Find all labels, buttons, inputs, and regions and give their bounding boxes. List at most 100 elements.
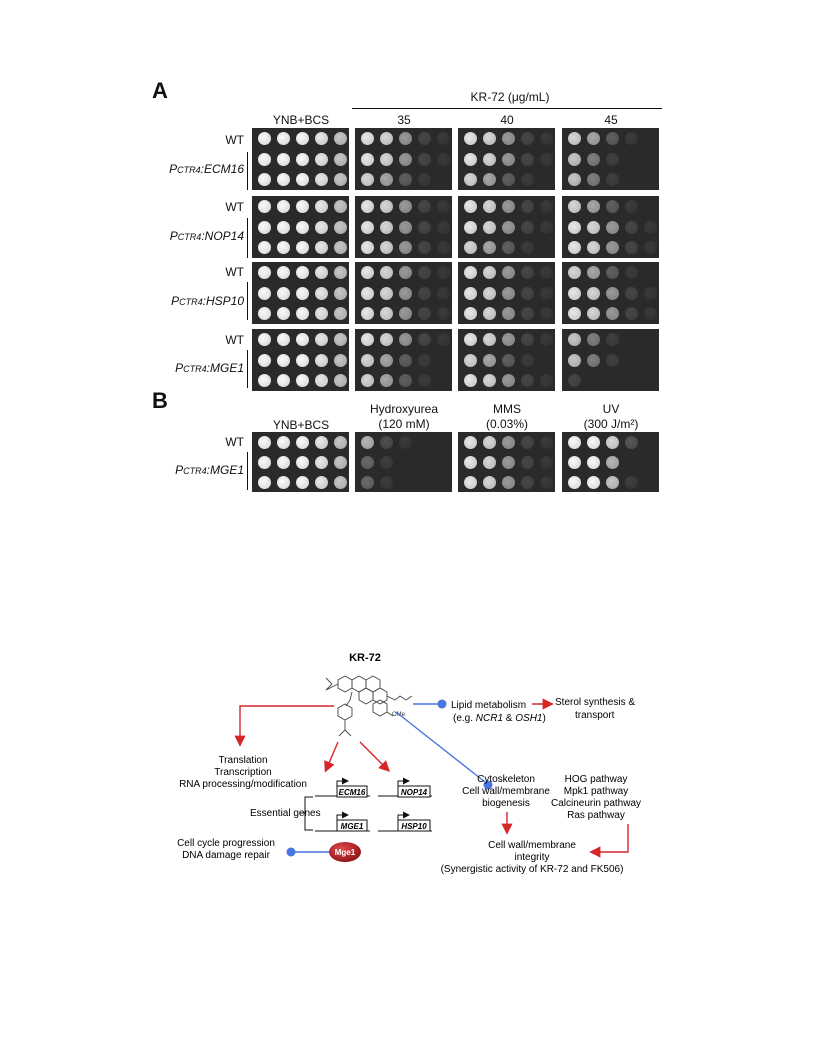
yeast-spot — [334, 220, 347, 234]
yeast-spot — [380, 241, 393, 255]
yeast-spot — [521, 475, 534, 489]
left-term: RNA processing/modification — [179, 779, 307, 790]
yeast-spot — [399, 374, 412, 388]
yeast-spot — [521, 286, 534, 300]
yeast-spot — [587, 353, 600, 367]
yeast-spot — [540, 307, 553, 321]
yeast-spot — [437, 241, 450, 255]
yeast-spot — [258, 374, 271, 388]
yeast-spot — [568, 332, 581, 346]
yeast-spot — [483, 265, 496, 279]
wt-label: WT — [225, 333, 244, 347]
yeast-spot — [418, 152, 431, 166]
yeast-spot — [568, 199, 581, 213]
wt-label: WT — [225, 435, 244, 449]
yeast-spot — [258, 220, 271, 234]
yeast-spot — [540, 455, 553, 469]
yeast-spot — [502, 435, 515, 449]
cell-cycle-label: Cell cycle progression — [177, 838, 275, 849]
yeast-spot — [334, 435, 347, 449]
spot-assay-plate — [355, 432, 452, 492]
wt-label: WT — [225, 133, 244, 147]
yeast-spot — [625, 475, 638, 489]
yeast-spot — [625, 265, 638, 279]
yeast-spot — [540, 265, 553, 279]
yeast-spot — [587, 455, 600, 469]
yeast-spot — [418, 199, 431, 213]
yeast-spot — [334, 286, 347, 300]
lipid-metabolism-label: Lipid metabolism — [451, 700, 526, 711]
yeast-spot — [258, 455, 271, 469]
spot-assay-plate — [355, 128, 452, 190]
yeast-spot — [399, 332, 412, 346]
yeast-spot — [315, 475, 328, 489]
yeast-spot — [464, 475, 477, 489]
yeast-spot — [625, 435, 638, 449]
strain-label-nop14: PCTR4:NOP14 — [169, 229, 244, 243]
col-header-40: 40 — [500, 113, 514, 127]
yeast-spot — [296, 435, 309, 449]
yeast-spot — [464, 286, 477, 300]
yeast-spot — [399, 131, 412, 145]
spot-assay-plate — [355, 262, 452, 324]
yeast-spot — [521, 265, 534, 279]
yeast-spot — [361, 455, 374, 469]
yeast-spot — [464, 199, 477, 213]
yeast-spot — [334, 173, 347, 187]
yeast-spot — [502, 265, 515, 279]
yeast-spot — [399, 173, 412, 187]
yeast-spot — [399, 199, 412, 213]
yeast-spot — [315, 455, 328, 469]
yeast-spot — [277, 307, 290, 321]
cyto-inhibition-line — [395, 711, 486, 783]
yeast-spot — [568, 455, 581, 469]
wt-label: WT — [225, 200, 244, 214]
yeast-spot — [315, 220, 328, 234]
yeast-spot — [625, 307, 638, 321]
yeast-spot — [399, 220, 412, 234]
spot-assay-plate — [458, 128, 555, 190]
yeast-spot — [483, 286, 496, 300]
kr72-concentration-label: KR-72 (μg/mL) — [470, 90, 550, 104]
yeast-spot — [483, 241, 496, 255]
yeast-spot — [380, 455, 393, 469]
yeast-spot — [277, 475, 290, 489]
yeast-spot — [521, 199, 534, 213]
yeast-spot — [315, 307, 328, 321]
yeast-spot — [361, 332, 374, 346]
yeast-spot — [334, 152, 347, 166]
yeast-spot — [334, 131, 347, 145]
yeast-spot — [399, 307, 412, 321]
yeast-spot — [540, 220, 553, 234]
yeast-spot — [502, 353, 515, 367]
yeast-spot — [361, 353, 374, 367]
yeast-spot — [483, 131, 496, 145]
yeast-spot — [625, 241, 638, 255]
spot-assay-plate — [458, 262, 555, 324]
yeast-spot — [464, 131, 477, 145]
yeast-spot — [258, 475, 271, 489]
yeast-spot — [644, 286, 657, 300]
yeast-spot — [296, 332, 309, 346]
yeast-spot — [606, 307, 619, 321]
sterol-label-2: transport — [575, 710, 615, 721]
yeast-spot — [587, 152, 600, 166]
yeast-spot — [521, 374, 534, 388]
yeast-spot — [315, 131, 328, 145]
yeast-spot — [568, 152, 581, 166]
yeast-spot — [587, 199, 600, 213]
yeast-spot — [587, 307, 600, 321]
kr72-header-rule — [352, 108, 662, 109]
yeast-spot — [296, 265, 309, 279]
yeast-spot — [540, 332, 553, 346]
cyto-inhibition-dot — [483, 780, 493, 790]
yeast-spot — [502, 220, 515, 234]
col-header-uv: UV(300 J/m²) — [583, 402, 639, 431]
yeast-spot — [334, 353, 347, 367]
yeast-spot — [277, 353, 290, 367]
yeast-spot — [502, 374, 515, 388]
pathway-label: Ras pathway — [567, 810, 625, 821]
yeast-spot — [464, 220, 477, 234]
yeast-spot — [296, 241, 309, 255]
yeast-spot — [568, 286, 581, 300]
